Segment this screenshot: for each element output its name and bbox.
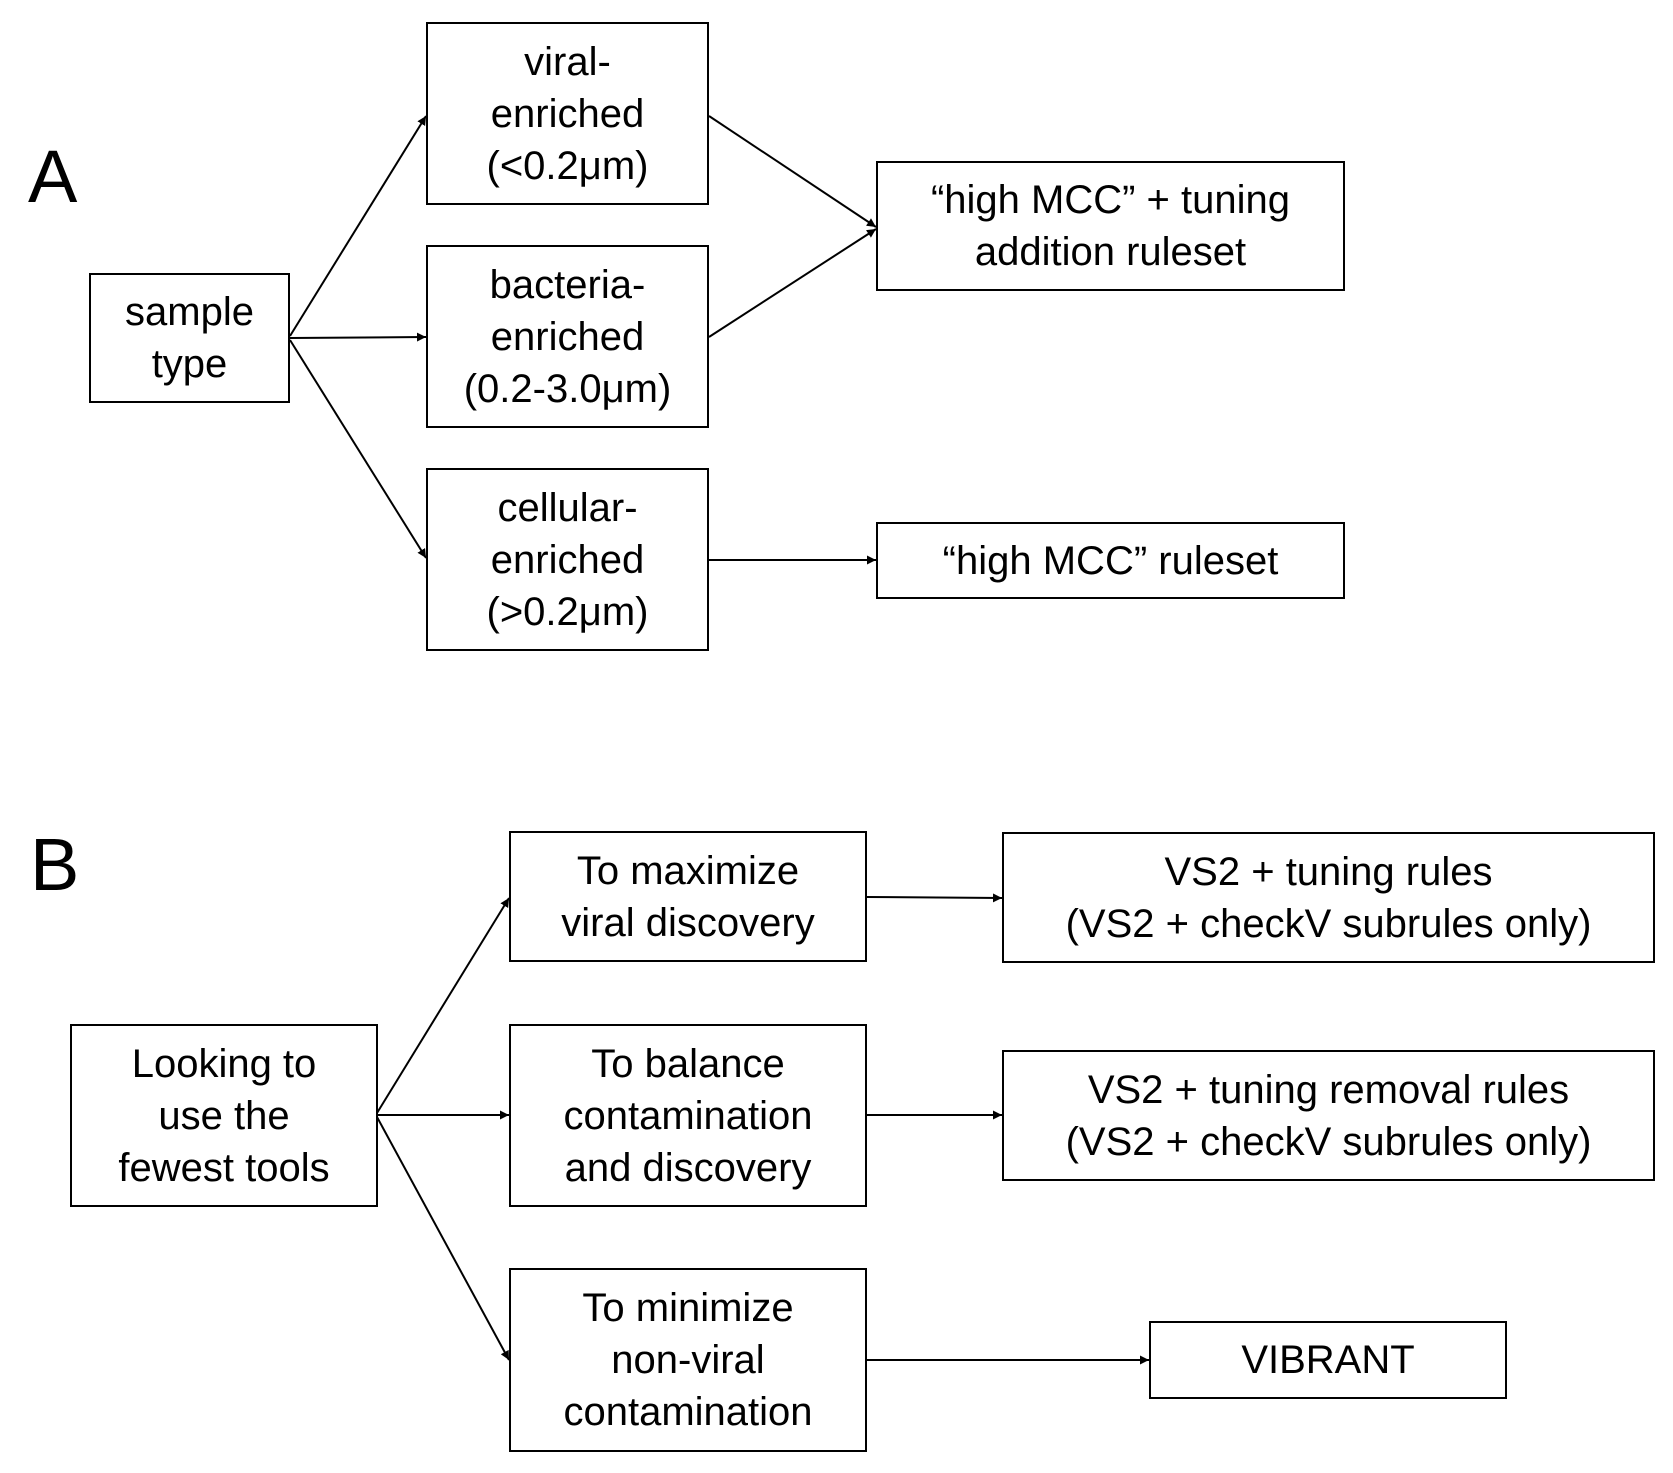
panel-a-branch-viral: viral- enriched (<0.2μm) bbox=[426, 22, 709, 205]
panel-a-root-box: sample type bbox=[89, 273, 290, 403]
arrow-a-root-to-cellular bbox=[289, 339, 427, 559]
panel-b-outcome-vs2-tuning: VS2 + tuning rules (VS2 + checkV subrule… bbox=[1002, 832, 1655, 963]
arrow-b-maximize-to-vs2 bbox=[865, 893, 1003, 903]
panel-a-label: A bbox=[28, 135, 78, 218]
arrow-b-root-to-minimize bbox=[376, 1116, 510, 1361]
panel-b-branch-maximize: To maximize viral discovery bbox=[509, 831, 867, 962]
arrow-a-bacteria-to-tuning bbox=[708, 228, 877, 338]
panel-b-branch-minimize: To minimize non-viral contamination bbox=[509, 1268, 867, 1452]
panel-b-root-box: Looking to use the fewest tools bbox=[70, 1024, 378, 1207]
panel-a-branch-bacteria: bacteria- enriched (0.2-3.0μm) bbox=[426, 245, 709, 428]
panel-b-label: B bbox=[30, 823, 80, 906]
panel-b-branch-balance: To balance contamination and discovery bbox=[509, 1024, 867, 1207]
panel-a-outcome-highmcc: “high MCC” ruleset bbox=[876, 522, 1345, 599]
panel-b-outcome-vibrant: VIBRANT bbox=[1149, 1321, 1507, 1399]
panel-a-branch-cellular: cellular- enriched (>0.2μm) bbox=[426, 468, 709, 651]
arrow-b-root-to-maximize bbox=[376, 897, 510, 1114]
panel-a-outcome-tuning: “high MCC” + tuning addition ruleset bbox=[876, 161, 1345, 291]
panel-b-outcome-vs2-removal: VS2 + tuning removal rules (VS2 + checkV… bbox=[1002, 1050, 1655, 1181]
arrow-a-root-to-viral bbox=[289, 115, 427, 337]
arrow-a-viral-to-tuning bbox=[708, 115, 877, 228]
arrow-a-root-to-bacteria bbox=[289, 332, 427, 342]
